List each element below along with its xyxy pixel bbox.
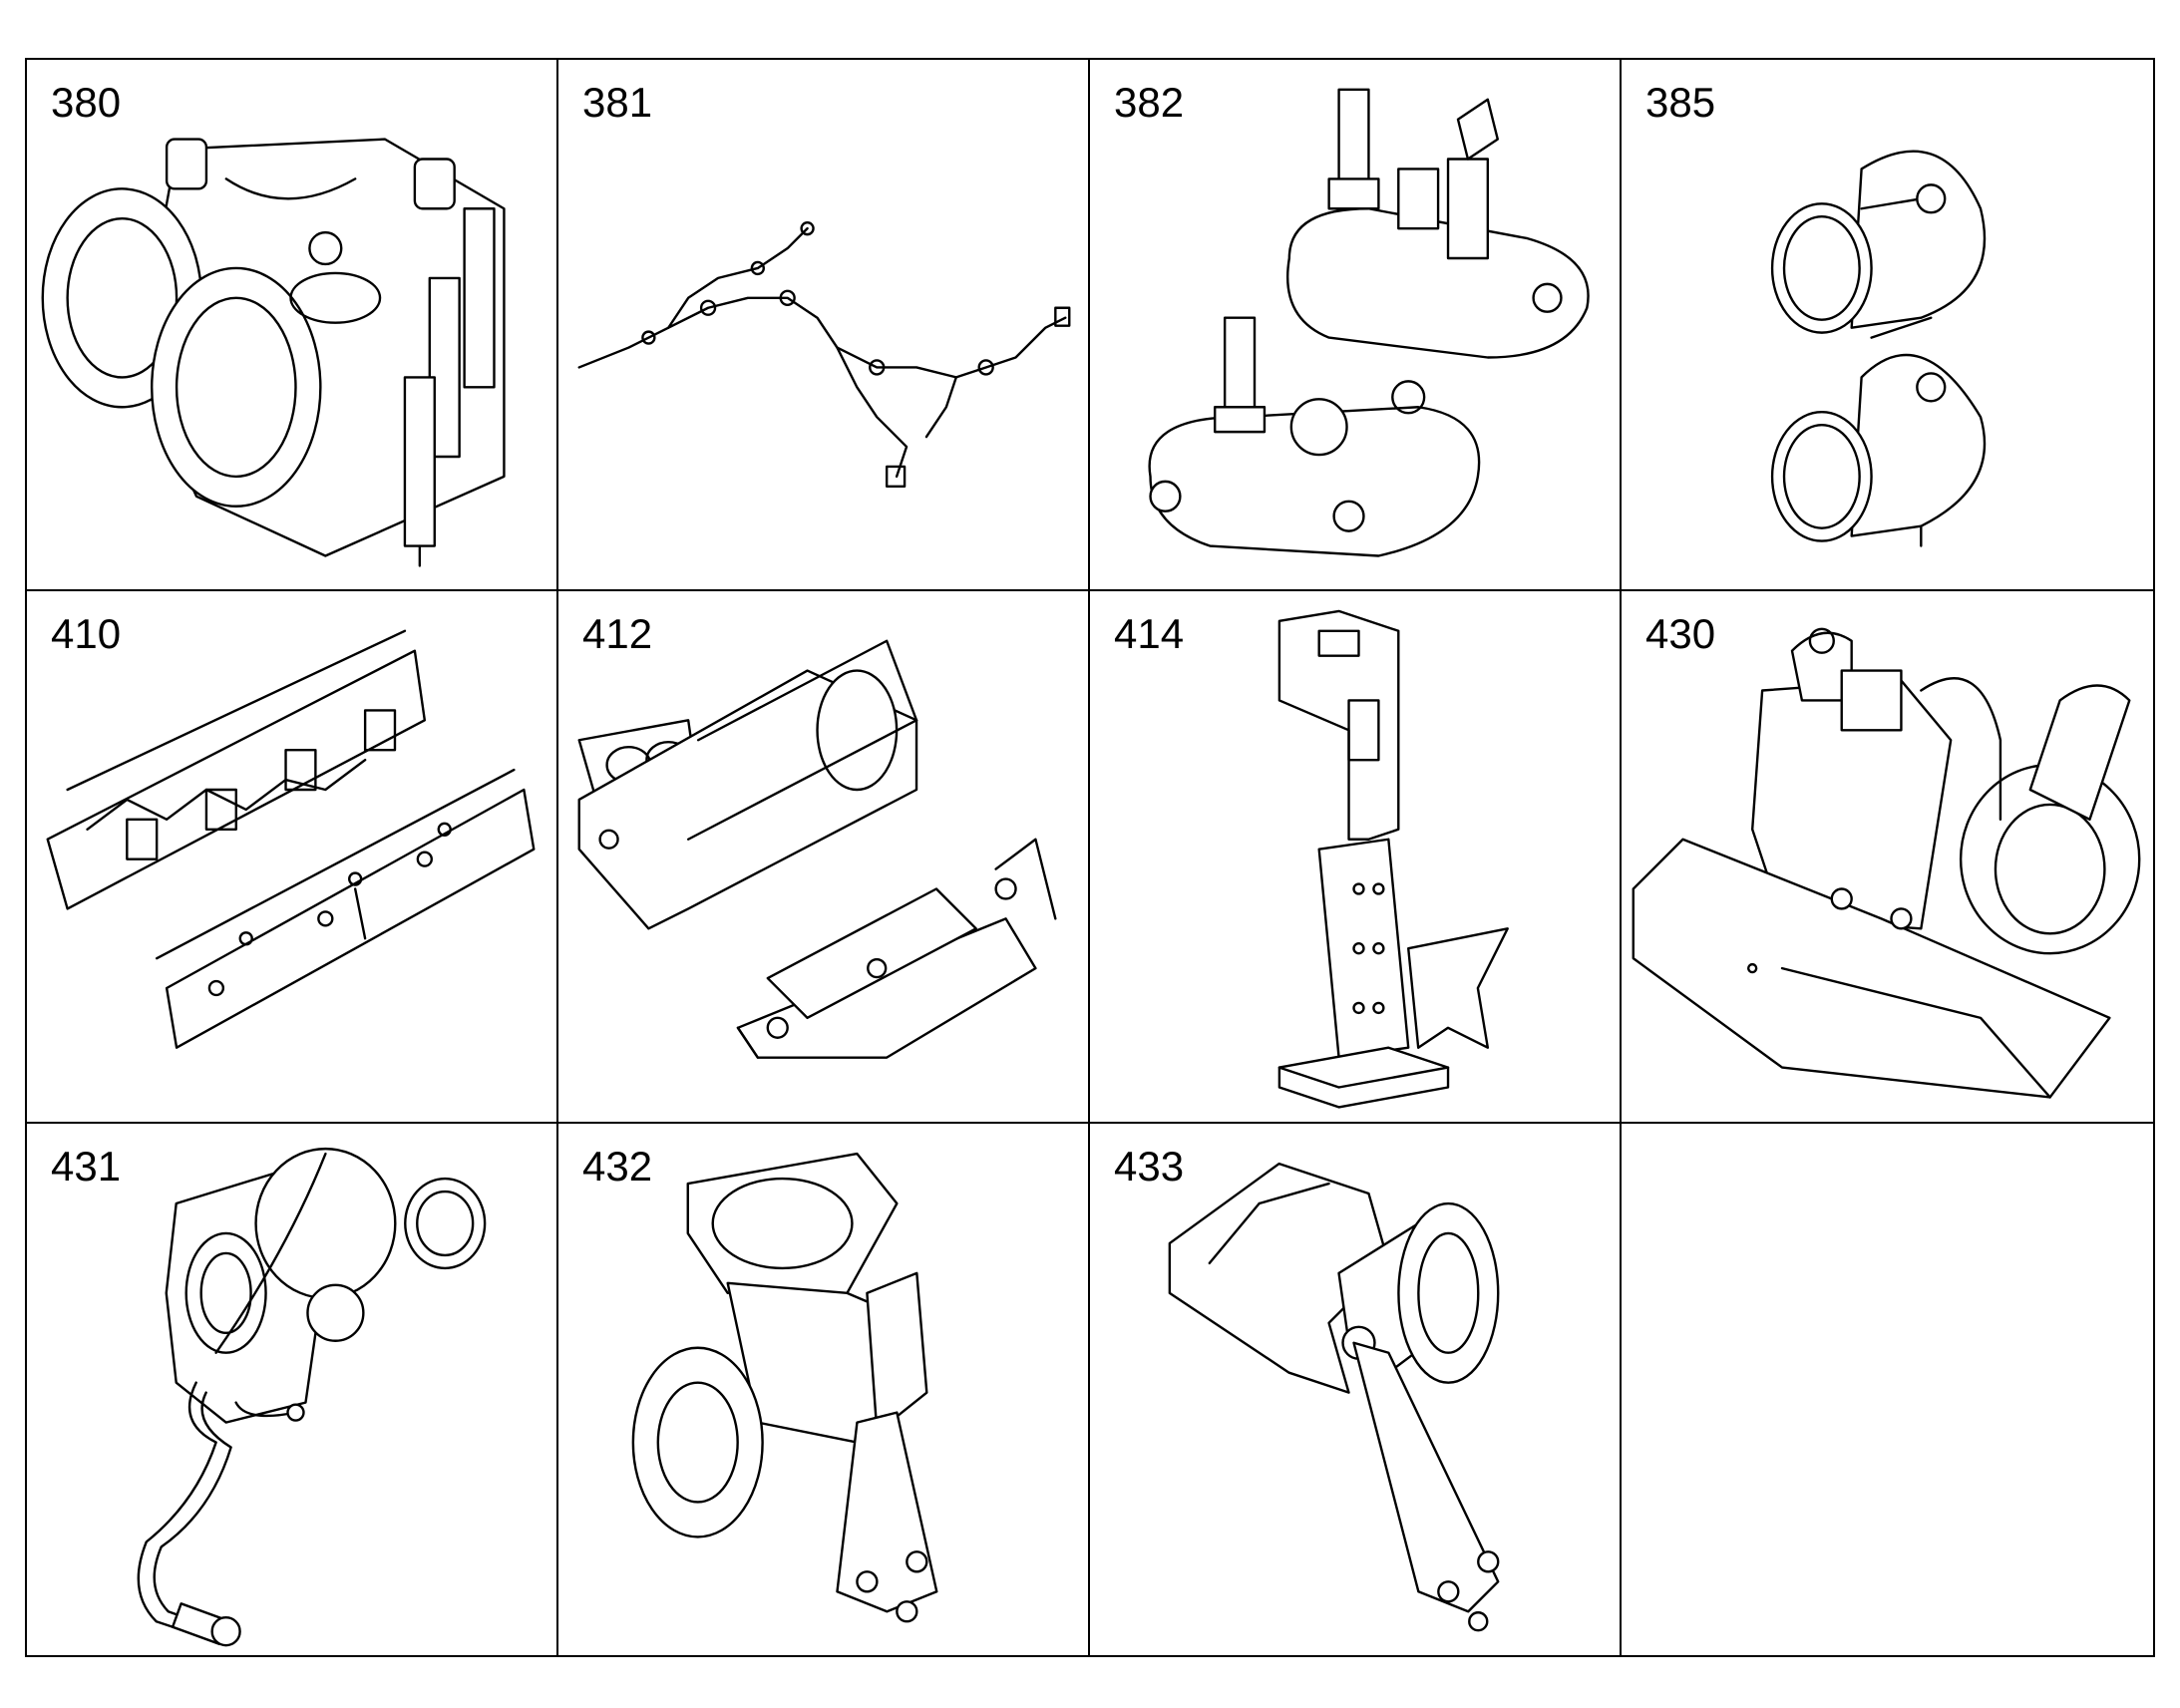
parts-grid: 380 381 (25, 58, 2155, 1657)
turbocharger-oil-line-icon (137, 1147, 487, 1647)
turbo-housing-icon (41, 138, 506, 567)
part-cell-414[interactable]: 414 (1090, 591, 1622, 1124)
part-number: 385 (1645, 79, 1716, 126)
part-number: 414 (1114, 610, 1185, 658)
sensor-plate-icon (1148, 88, 1590, 557)
support-bracket-icon (1277, 610, 1509, 1109)
manifold-bracket-icon (577, 639, 1057, 1060)
part-cell-385[interactable]: 385 (1622, 60, 2153, 592)
part-number: 433 (1114, 1142, 1185, 1190)
part-number: 432 (582, 1142, 653, 1190)
part-number: 381 (582, 79, 653, 126)
part-cell-382[interactable]: 382 (1090, 60, 1622, 592)
part-cell-381[interactable]: 381 (558, 60, 1090, 592)
turbocharger-heatshield-icon (1632, 627, 2141, 1099)
part-number: 410 (51, 610, 122, 658)
empty-cell (1622, 1124, 2153, 1655)
part-cell-380[interactable]: 380 (27, 60, 558, 592)
part-cell-433[interactable]: 433 (1090, 1123, 1622, 1655)
part-cell-431[interactable]: 431 (27, 1123, 558, 1655)
part-number: 380 (51, 79, 122, 126)
exhaust-elbow-bracket-icon (631, 1152, 938, 1623)
part-cell-432[interactable]: 432 (558, 1123, 1090, 1655)
twin-elbow-pipe-icon (1770, 150, 1987, 547)
exhaust-manifold-icon (46, 629, 536, 1050)
wiring-harness-icon (577, 220, 1071, 489)
part-number: 412 (582, 610, 653, 658)
part-number: 431 (51, 1142, 122, 1190)
part-cell-430[interactable]: 430 (1622, 591, 2153, 1124)
part-cell-412[interactable]: 412 (558, 591, 1090, 1124)
exhaust-pipe-shield-icon (1168, 1162, 1500, 1632)
part-number: 430 (1645, 610, 1716, 658)
part-number: 382 (1114, 79, 1185, 126)
part-cell-410[interactable]: 410 (27, 591, 558, 1124)
